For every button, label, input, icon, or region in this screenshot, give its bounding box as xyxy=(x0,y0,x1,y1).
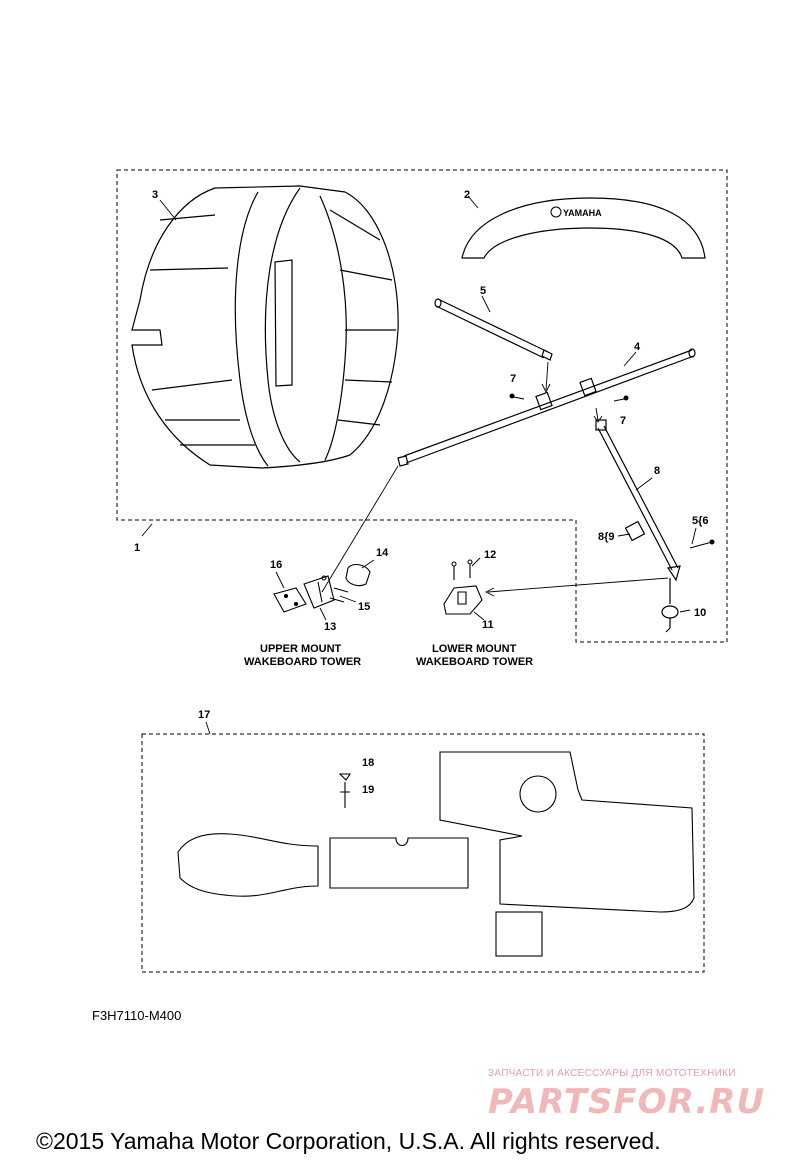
callout-16: 16 xyxy=(270,559,282,571)
part-3-tower-cover xyxy=(131,185,399,469)
callout-5-6: 5{6 xyxy=(692,515,709,527)
callout-17: 17 xyxy=(198,709,210,721)
watermark-logo: PARTSFOR.RU xyxy=(488,1082,766,1122)
upper-mount-assembly xyxy=(273,563,371,613)
part-14-knob xyxy=(345,563,371,587)
callout-8: 8 xyxy=(654,465,660,477)
callout-3: 3 xyxy=(152,189,158,201)
callout-19: 19 xyxy=(362,784,374,796)
part-8-pole xyxy=(595,419,681,582)
diagram-code: F3H7110-M400 xyxy=(92,1008,182,1023)
callout-7b: 7 xyxy=(620,415,626,427)
part-18-19-fastener xyxy=(338,773,352,808)
mat-left xyxy=(177,833,319,897)
kit-17-boundary xyxy=(141,733,705,973)
callout-7a: 7 xyxy=(510,373,516,385)
lower-mount-assembly xyxy=(443,559,483,615)
leader-lines xyxy=(141,195,697,735)
part-17-mat-set xyxy=(177,751,695,957)
callout-8-9: 8{9 xyxy=(598,531,615,543)
part-10-hook xyxy=(661,578,679,633)
part-15-bolt xyxy=(329,587,349,603)
callout-14: 14 xyxy=(376,547,389,559)
callout-10: 10 xyxy=(694,607,706,619)
part-7-screws xyxy=(509,393,629,402)
part-2-logo-bar: YAMAHA xyxy=(461,197,706,259)
mat-middle xyxy=(329,837,469,889)
lower-mount-caption-2: WAKEBOARD TOWER xyxy=(416,656,533,668)
callout-12: 12 xyxy=(484,549,496,561)
callout-1: 1 xyxy=(134,542,140,554)
part-16-plate xyxy=(273,587,307,613)
mat-small xyxy=(495,911,543,957)
part-13-bracket xyxy=(303,575,335,609)
part-11-base xyxy=(443,585,483,615)
part-5-6-screw xyxy=(689,539,715,549)
callout-11: 11 xyxy=(482,619,494,631)
logo-text: YAMAHA xyxy=(563,208,602,218)
watermark-subtitle: ЗАПЧАСТИ И АКСЕССУАРЫ ДЛЯ МОТОТЕХНИКИ xyxy=(488,1068,736,1079)
callout-13: 13 xyxy=(324,621,336,633)
upper-mount-caption-1: UPPER MOUNT xyxy=(260,643,342,655)
callout-2: 2 xyxy=(464,189,470,201)
lower-mount-caption-1: LOWER MOUNT xyxy=(432,643,517,655)
part-4-pole xyxy=(397,348,696,467)
upper-mount-caption-2: WAKEBOARD TOWER xyxy=(244,656,361,668)
callout-15: 15 xyxy=(358,601,370,613)
part-12-screws xyxy=(453,564,471,580)
yamaha-emblem-icon xyxy=(550,206,562,218)
callout-18: 18 xyxy=(362,757,374,769)
kit-1-boundary xyxy=(116,169,728,643)
callout-5: 5 xyxy=(480,285,486,297)
copyright-notice: ©2015 Yamaha Motor Corporation, U.S.A. A… xyxy=(36,1128,661,1154)
callout-4: 4 xyxy=(634,341,641,353)
part-5-rod xyxy=(434,298,553,361)
mat-large xyxy=(439,751,695,913)
mat-cutout xyxy=(519,775,557,813)
